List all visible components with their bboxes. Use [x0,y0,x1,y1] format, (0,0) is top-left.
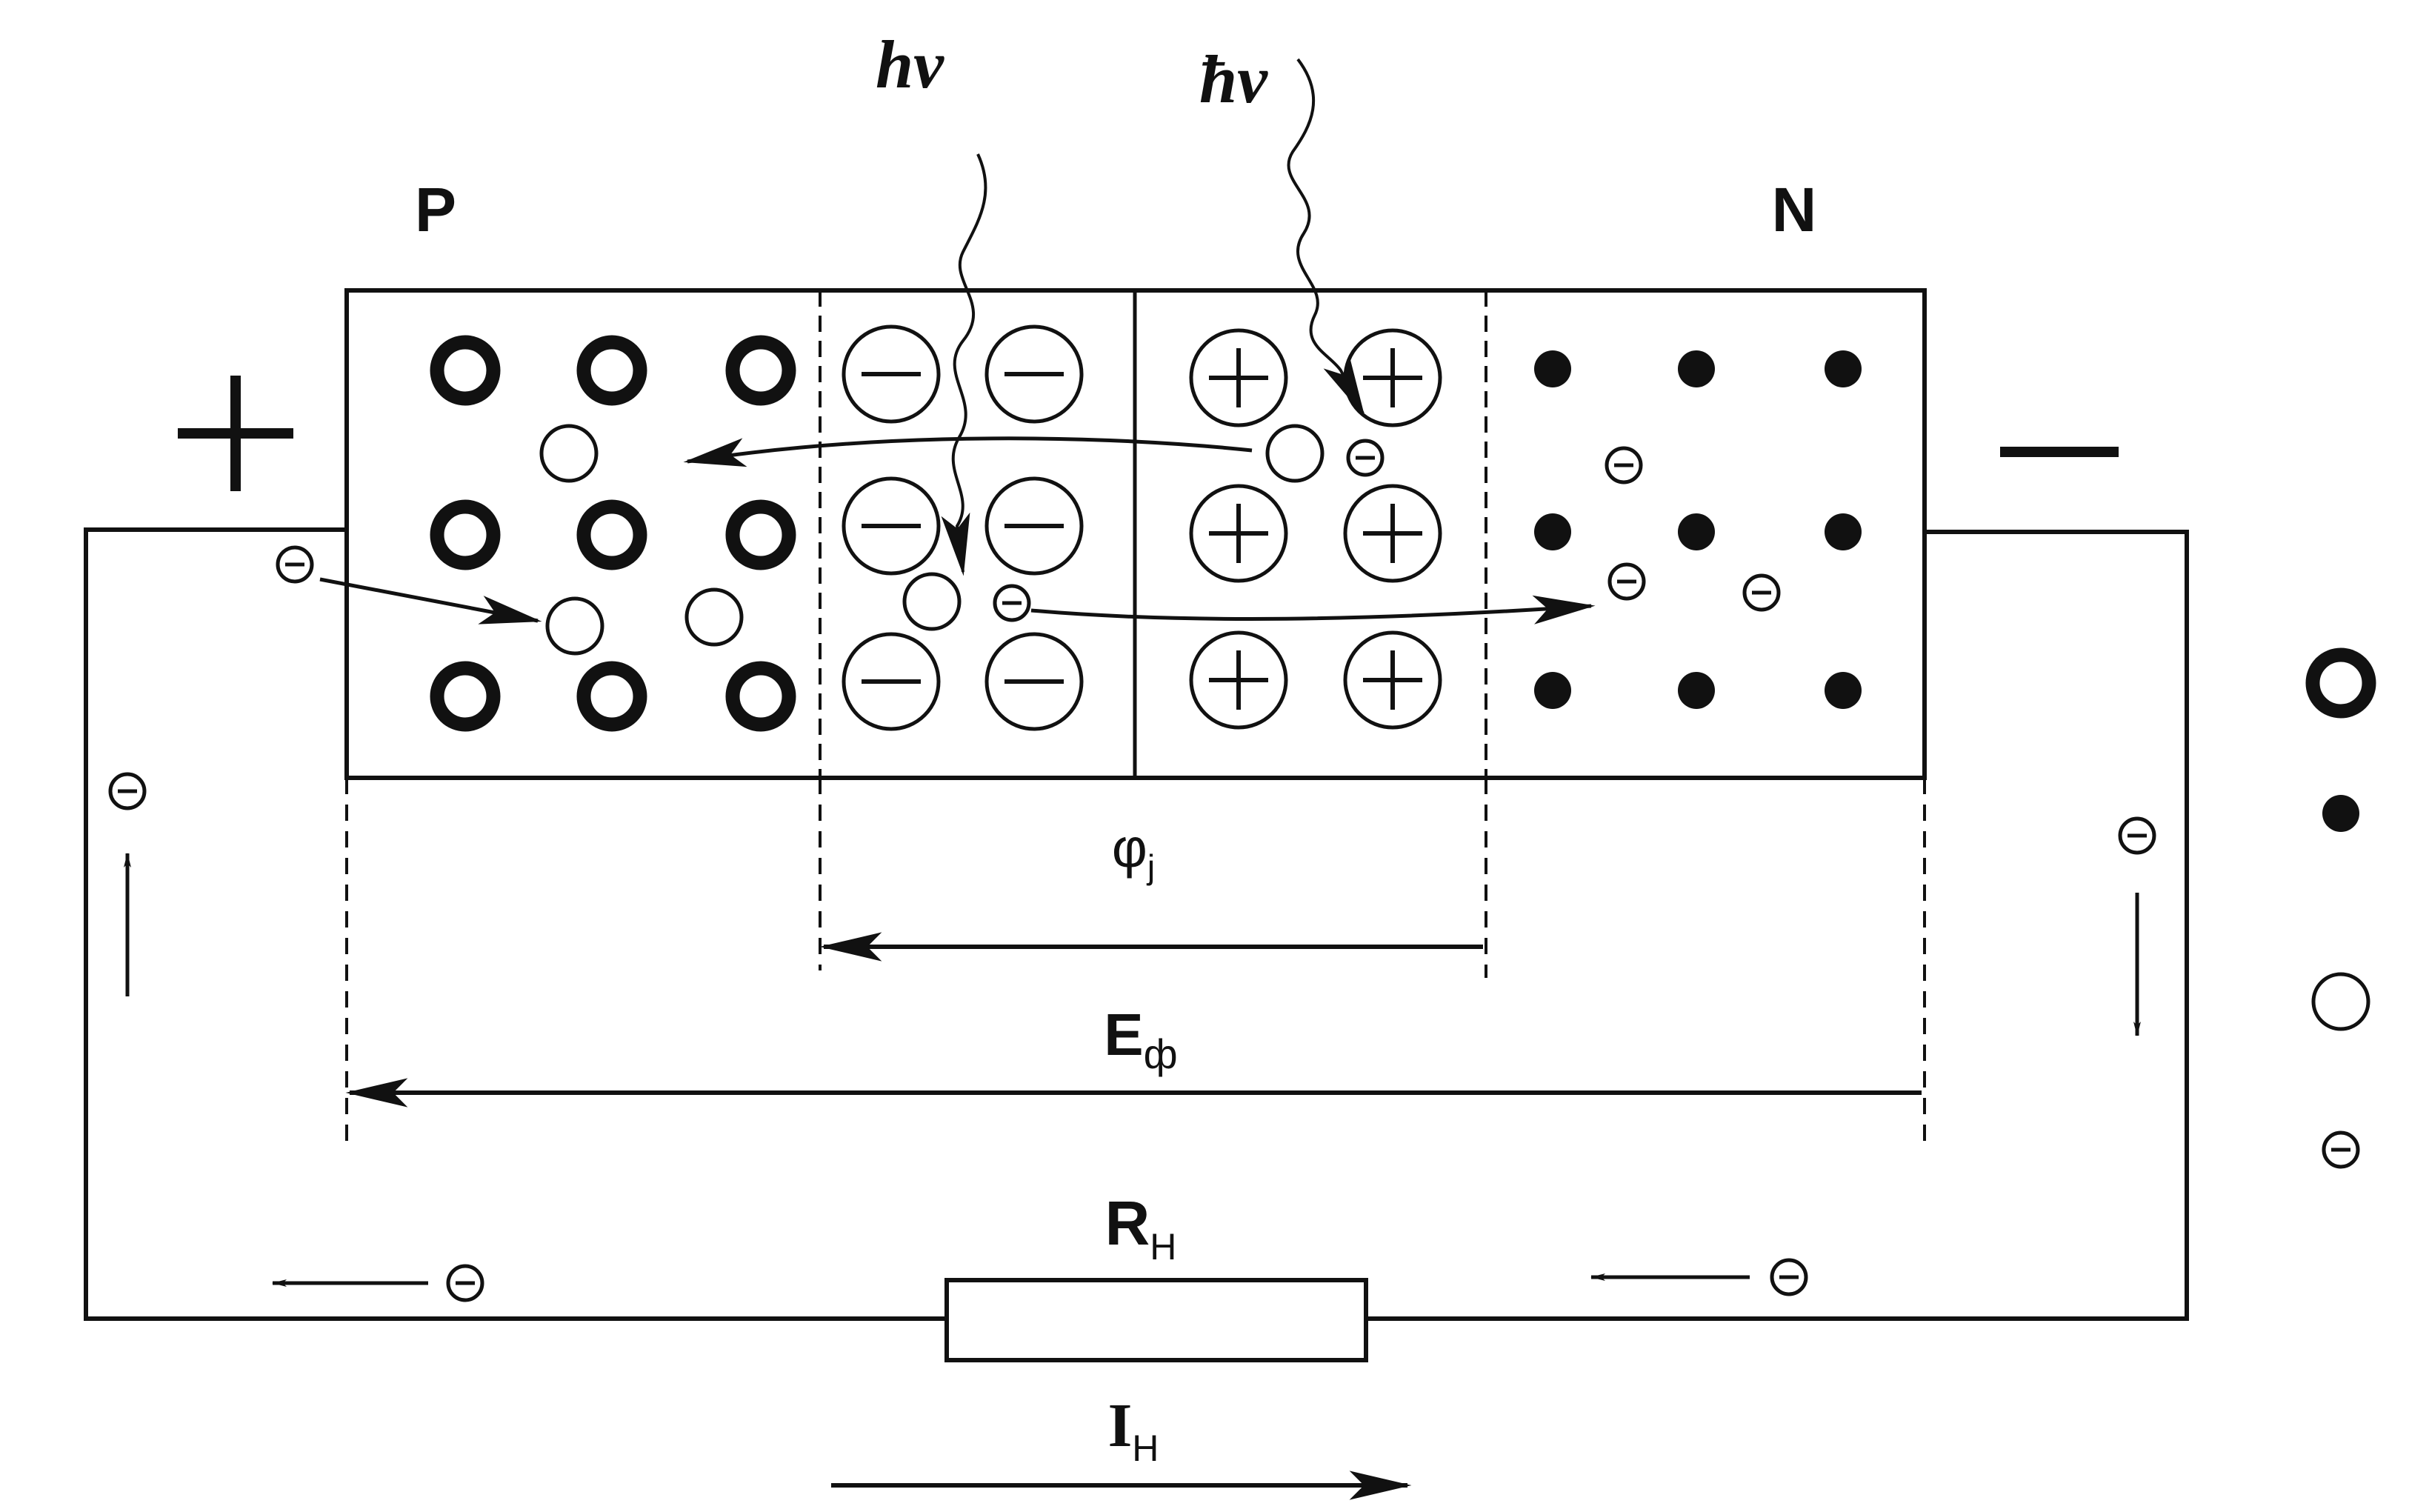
hole-bold-ring-icon [2313,655,2369,711]
hole-bold-ring-icon [733,507,789,563]
donor-filled-dot-icon [1534,513,1571,550]
n-region-label: N [1772,175,1817,244]
acceptor-ions [844,327,1082,729]
donor-filled-dot-icon [1678,513,1715,550]
donor-ion-icon [1345,486,1440,581]
legend [2313,655,2369,1167]
donor-ion-icon [1191,330,1286,425]
n-region-carriers [1534,350,1862,709]
electron-icon [278,547,312,582]
donor-ion-icon [1345,633,1440,727]
electron-injection-arrow [319,577,542,625]
carrier-drift-arrows [319,436,1596,625]
photon-right: ħν [1199,41,1365,417]
load-current-label: IН [1108,1391,1159,1469]
left-wire [84,527,947,1321]
electron-icon [1745,576,1779,610]
electron-icon [1607,448,1641,482]
plus-terminal-sign [178,376,293,491]
hole-bold-ring-icon [437,342,493,399]
hole-open-circle-icon [904,574,959,629]
hole-open-circle-icon [687,590,742,645]
donor-filled-dot-icon [2322,795,2359,832]
hole-bold-ring-icon [733,342,789,399]
hole-open-circle-icon [2313,974,2368,1029]
donor-ion-icon [1191,486,1286,581]
photon-wave-right [1287,58,1365,417]
hole-open-circle-icon [542,426,596,481]
acceptor-ion-icon [844,634,939,729]
electron-icon [448,1266,482,1300]
acceptor-ion-icon [987,327,1082,422]
electron-icon [2324,1133,2358,1167]
hole-bold-ring-icon [584,507,640,563]
photo-emf: Eф [345,1002,1922,1108]
photon-label-right: ħν [1199,41,1268,117]
hole-bold-ring-icon [437,507,493,563]
donor-filled-dot-icon [1534,350,1571,387]
electron-icon [1772,1260,1806,1294]
electron-icon [1348,441,1382,475]
hole-bold-ring-icon [584,668,640,725]
load-resistor-label: RН [1105,1188,1177,1268]
electron-icon [995,586,1029,620]
p-region-label: P [415,175,456,244]
hole-drift-arrow [683,436,1253,467]
donor-ion-icon [1345,330,1440,425]
photo-emf-label: Eф [1104,1002,1177,1077]
load-current: IН [831,1391,1412,1500]
donor-filled-dot-icon [1825,350,1862,387]
photon-left: hν [876,27,987,576]
hole-bold-ring-icon [584,342,640,399]
photogenerated-pairs [904,426,1382,629]
donor-ion-icon [1191,633,1286,727]
donor-filled-dot-icon [1678,350,1715,387]
donor-filled-dot-icon [1825,672,1862,709]
hole-open-circle-icon [547,599,602,653]
hole-bold-ring-icon [733,668,789,725]
junction-potential-label: φj [1112,817,1155,886]
photon-label-left: hν [876,27,944,102]
hole-open-circle-icon [1267,426,1322,481]
load-resistor [944,1278,1368,1362]
photon-wave-left [941,153,987,576]
acceptor-ion-icon [844,327,939,422]
external-circuit [84,527,2189,1362]
right-wire [1366,530,2189,1321]
electron-drift-arrow [1030,595,1596,625]
electron-icon [1610,564,1644,599]
donor-ions [1191,330,1440,727]
acceptor-ion-icon [844,479,939,573]
hole-bold-ring-icon [437,668,493,725]
donor-filled-dot-icon [1534,672,1571,709]
p-region-holes [437,342,789,725]
circuit-electron-flow [110,774,2154,1300]
acceptor-ion-icon [987,479,1082,573]
acceptor-ion-icon [987,634,1082,729]
donor-filled-dot-icon [1825,513,1862,550]
electron-icon [110,774,144,808]
donor-filled-dot-icon [1678,672,1715,709]
electron-icon [2120,819,2154,853]
junction-potential: φj [819,817,1483,962]
